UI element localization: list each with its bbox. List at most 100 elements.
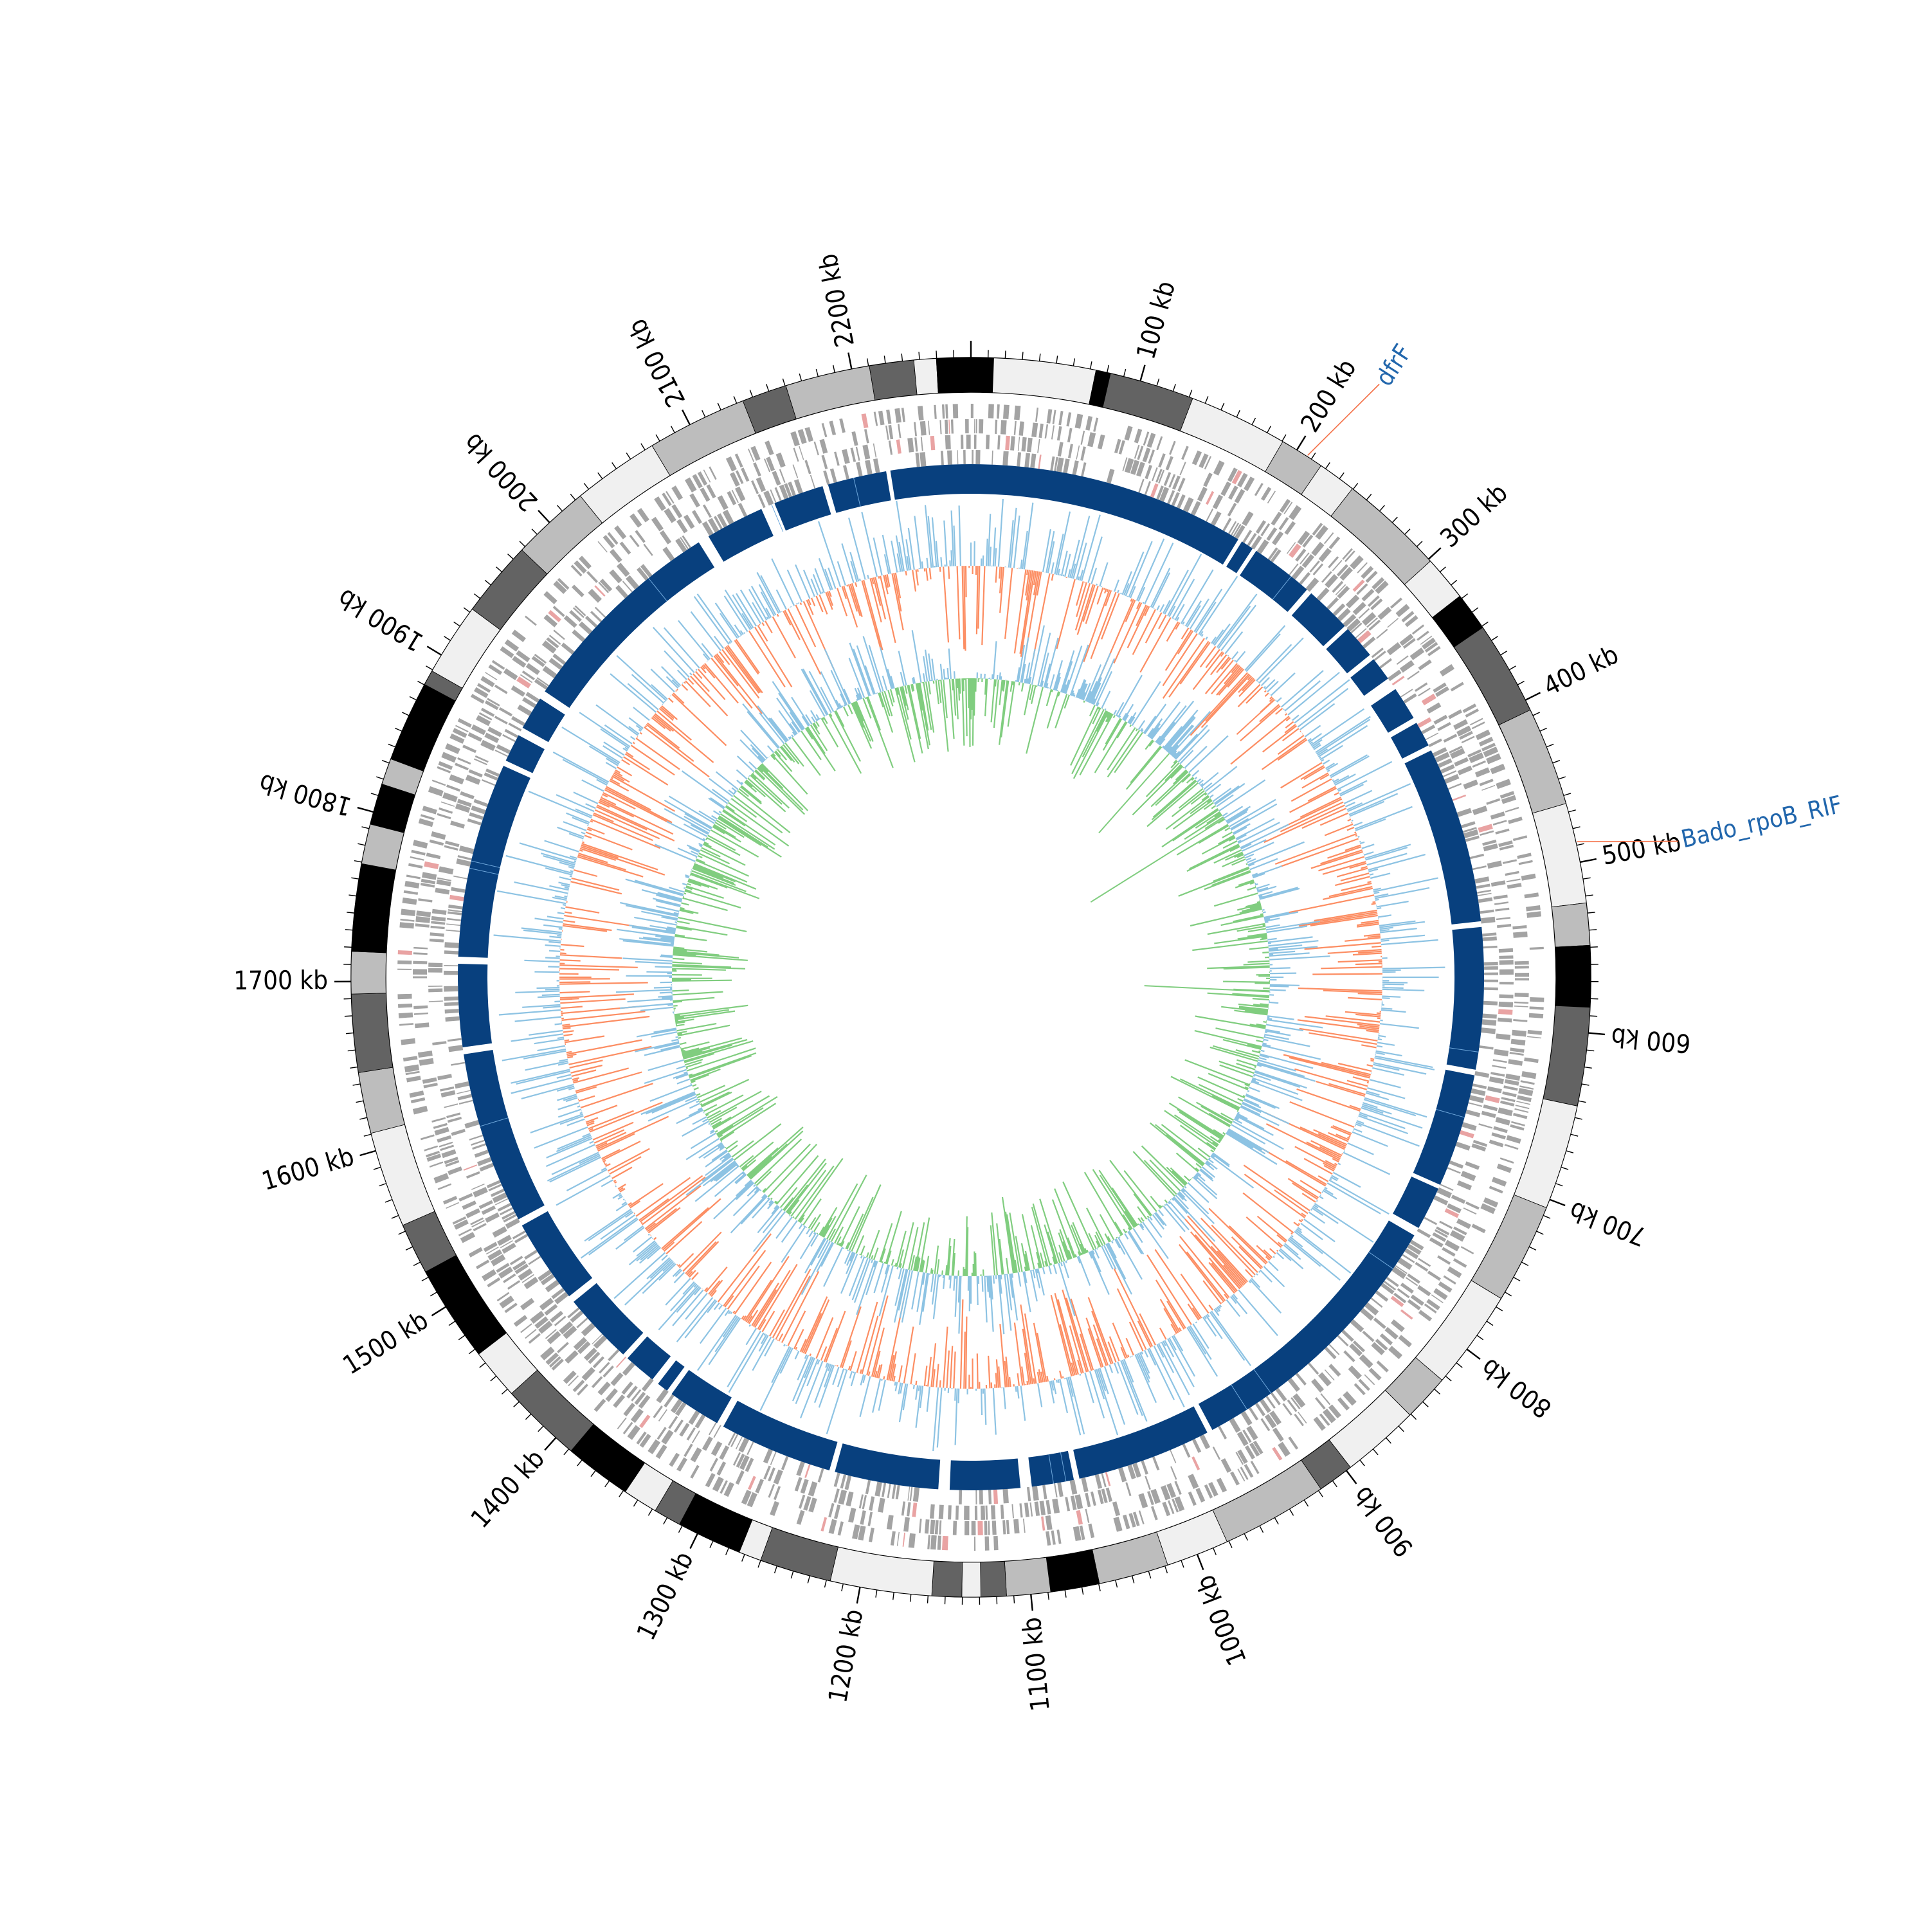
minor-tick xyxy=(1181,1560,1184,1567)
gene-feature xyxy=(468,732,482,742)
gene-feature xyxy=(1063,458,1070,473)
gene-feature xyxy=(494,685,508,694)
gene-feature xyxy=(1145,465,1152,479)
gene-feature xyxy=(441,752,457,763)
gene-feature xyxy=(1521,1080,1535,1085)
minor-tick xyxy=(392,1215,399,1218)
gene-feature xyxy=(779,469,786,483)
gene-feature xyxy=(528,1256,541,1265)
minor-tick xyxy=(808,1576,810,1584)
gene-feature xyxy=(431,1117,446,1123)
gene-feature xyxy=(1350,1319,1364,1332)
gene-feature xyxy=(865,460,873,474)
gene-feature xyxy=(1217,1478,1227,1493)
minor-tick xyxy=(726,1548,729,1555)
gene-feature xyxy=(1511,1039,1526,1045)
minor-tick xyxy=(876,1590,877,1598)
gene-feature xyxy=(1192,1439,1201,1453)
gene-feature xyxy=(856,462,863,477)
tick-label: 1700 kb xyxy=(233,966,328,996)
gene-feature xyxy=(1288,1436,1298,1449)
minor-tick xyxy=(1514,1277,1521,1281)
gene-feature xyxy=(1230,1472,1240,1486)
gene-feature xyxy=(804,1464,810,1478)
gene-feature xyxy=(1489,1186,1503,1193)
gene-feature xyxy=(1505,807,1519,813)
minor-tick xyxy=(422,1277,429,1281)
gene-feature xyxy=(397,961,412,964)
contig-segment xyxy=(932,1561,963,1597)
gene-feature xyxy=(833,1488,840,1503)
gene-feature xyxy=(927,1535,930,1549)
minor-tick xyxy=(491,1376,496,1381)
gene-feature xyxy=(662,547,675,561)
minor-tick xyxy=(612,462,617,469)
gene-feature xyxy=(1400,660,1415,673)
gene-feature xyxy=(484,1242,498,1252)
gene-feature xyxy=(1513,835,1527,841)
gene-feature xyxy=(586,571,598,583)
tick-label: 2200 kb xyxy=(813,251,860,350)
major-tick xyxy=(1297,436,1306,450)
gene-feature xyxy=(497,1235,512,1246)
minor-tick xyxy=(454,622,460,626)
minor-tick xyxy=(664,1517,667,1524)
minor-tick xyxy=(1435,1389,1440,1394)
minor-tick xyxy=(1540,728,1547,732)
gene-feature xyxy=(399,1023,413,1026)
gene-feature xyxy=(1145,481,1151,495)
gene-feature xyxy=(1169,441,1176,455)
gene-feature xyxy=(413,1106,428,1115)
gene-feature xyxy=(862,445,870,460)
gene-feature xyxy=(869,1496,874,1511)
gene-feature xyxy=(446,1112,460,1118)
gene-feature xyxy=(711,1441,722,1456)
gene-feature xyxy=(1112,1501,1120,1516)
gene-feature xyxy=(1013,1519,1020,1534)
gene-feature xyxy=(772,471,781,485)
gene-feature xyxy=(891,1531,896,1546)
gene-feature xyxy=(799,446,804,460)
gene-feature xyxy=(726,456,737,472)
gene-feature xyxy=(1294,1414,1304,1427)
gene-feature xyxy=(797,1510,805,1525)
gene-feature xyxy=(795,1477,802,1491)
gene-feature xyxy=(572,584,584,597)
gene-feature xyxy=(1497,924,1511,928)
minor-tick xyxy=(525,1414,531,1419)
gene-feature xyxy=(1289,505,1301,520)
minor-tick xyxy=(718,403,721,410)
gene-feature xyxy=(511,685,525,697)
gene-feature xyxy=(974,1537,975,1551)
tick-label: 900 kb xyxy=(1348,1481,1420,1562)
gene-feature xyxy=(1499,1002,1513,1007)
gene-feature xyxy=(907,1486,910,1501)
gene-feature xyxy=(1483,1014,1497,1019)
gene-feature xyxy=(464,1120,479,1128)
gene-feature xyxy=(1428,739,1442,748)
gene-feature xyxy=(1469,1102,1483,1106)
minor-tick xyxy=(910,1594,911,1602)
gene-feature xyxy=(1070,1480,1078,1495)
gene-feature xyxy=(643,544,653,556)
gene-feature xyxy=(524,1277,539,1289)
gene-feature xyxy=(428,988,442,992)
contig-segment xyxy=(371,1124,435,1225)
tick-label: 2000 kb xyxy=(458,428,543,517)
gene-feature xyxy=(1471,1088,1486,1096)
gene-feature xyxy=(1427,703,1442,714)
gene-feature xyxy=(553,581,566,594)
gene-feature xyxy=(1387,618,1399,627)
minor-tick xyxy=(350,1067,358,1069)
gene-feature xyxy=(997,435,1001,449)
gene-feature xyxy=(431,926,445,929)
minor-tick xyxy=(648,1509,652,1515)
gene-feature xyxy=(1460,1130,1474,1139)
gene-feature xyxy=(1017,452,1021,466)
gene-feature xyxy=(937,1536,941,1550)
minor-tick xyxy=(1505,1292,1511,1296)
minor-tick xyxy=(426,666,433,670)
gene-feature xyxy=(480,740,496,751)
gene-feature xyxy=(1300,572,1311,585)
minor-tick xyxy=(1205,396,1208,403)
